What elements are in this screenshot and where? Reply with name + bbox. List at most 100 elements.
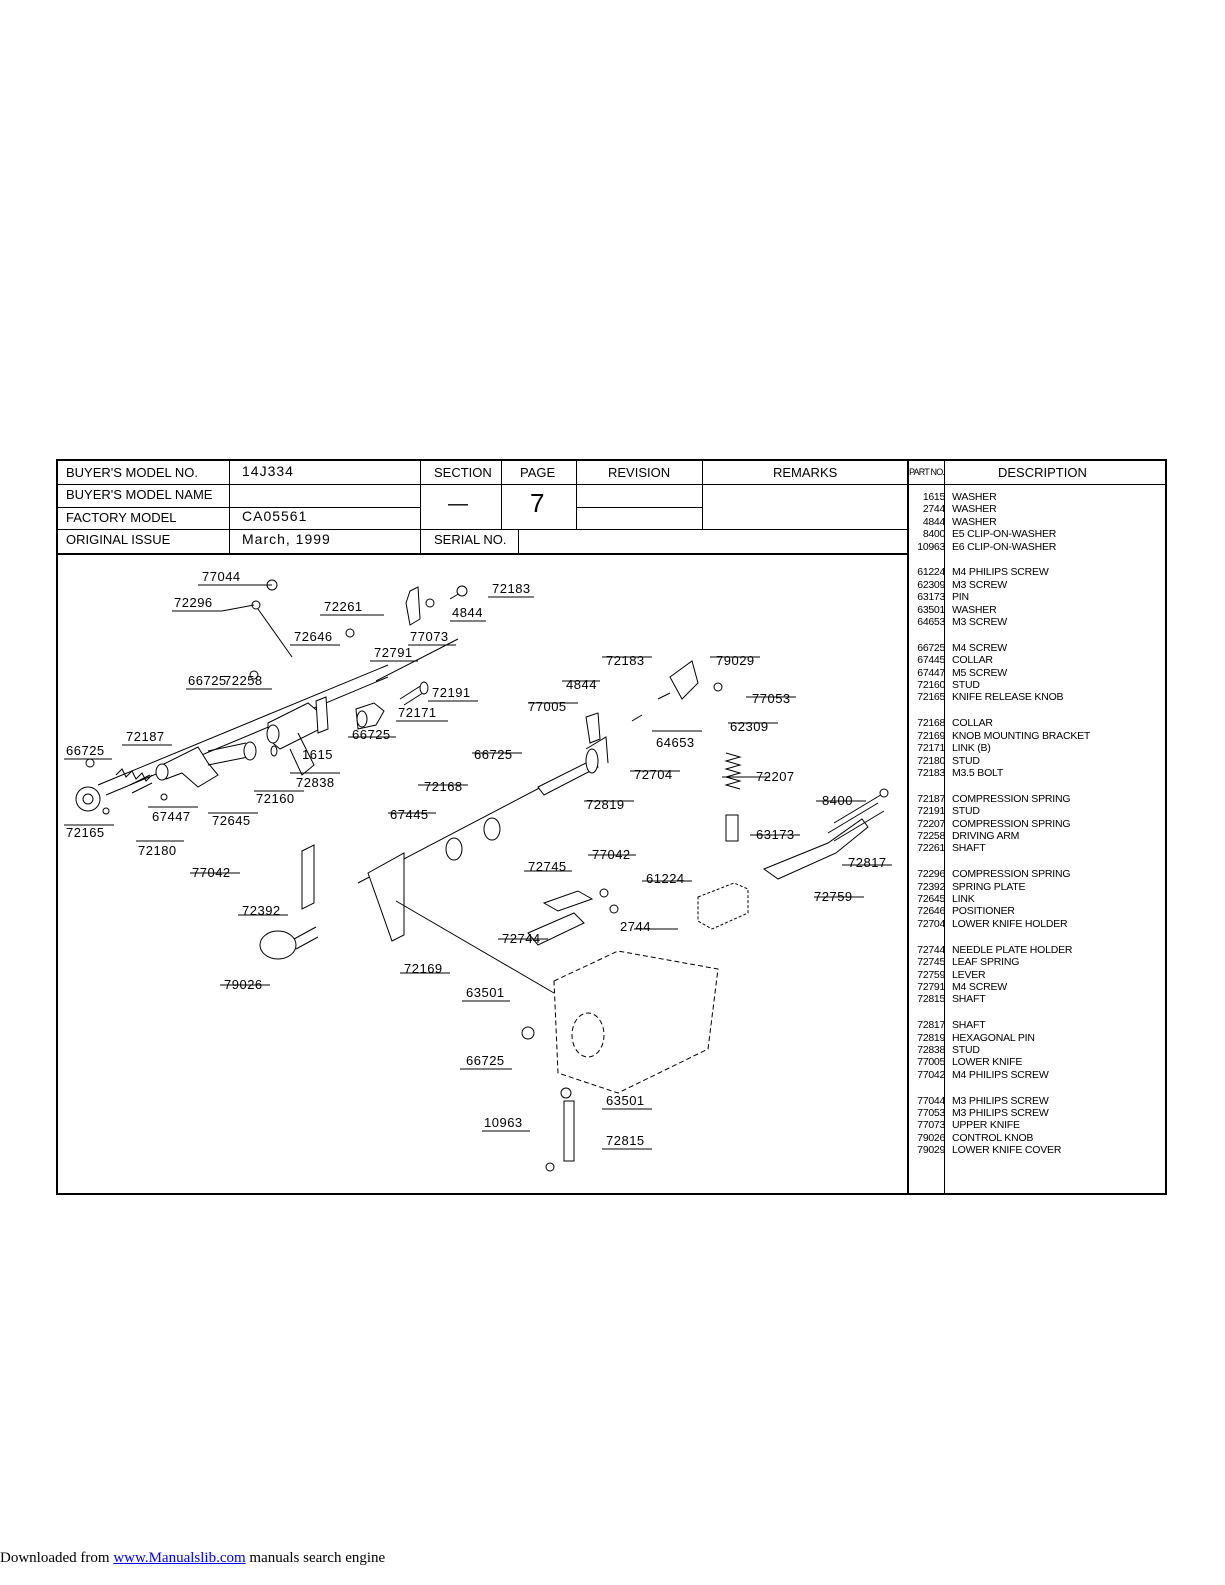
part-number: 67447 xyxy=(917,666,945,679)
part-number: 79029 xyxy=(917,1144,945,1157)
callout-77042: 77042 xyxy=(192,865,231,880)
part-description: LINK xyxy=(952,893,975,906)
part-number: 72183 xyxy=(917,766,945,779)
parts-row: 79029 LOWER KNIFE COVER xyxy=(913,1144,1169,1156)
part-description: WASHER xyxy=(952,515,997,528)
part-description: E6 CLIP-ON-WASHER xyxy=(952,540,1057,553)
parts-list-sheet: BUYER'S MODEL NO. 14J334 BUYER'S MODEL N… xyxy=(56,459,1167,1195)
remarks-label: REMARKS xyxy=(773,465,838,480)
part-description: LOWER KNIFE COVER xyxy=(952,1144,1062,1157)
callout-72759: 72759 xyxy=(814,889,853,904)
callout-66725: 66725 xyxy=(188,673,227,688)
part-description: M3.5 BOLT xyxy=(952,766,1004,779)
shaft-line xyxy=(97,664,389,786)
part-description: KNOB MOUNTING BRACKET xyxy=(952,729,1091,742)
part-description: M4 SCREW xyxy=(952,641,1007,654)
part-description: SHAFT xyxy=(952,1019,986,1032)
callout-72207: 72207 xyxy=(756,769,795,784)
part-description: M5 SCREW xyxy=(952,666,1007,679)
callout-72838: 72838 xyxy=(296,775,335,790)
part-number: 72759 xyxy=(917,968,945,981)
part-description: LEVER xyxy=(952,968,986,981)
callout-2744: 2744 xyxy=(620,919,651,934)
part-description: M3 PHILIPS SCREW xyxy=(952,1107,1049,1120)
part-description: WASHER xyxy=(952,491,997,503)
header-divider xyxy=(576,507,702,508)
callout-72261: 72261 xyxy=(324,599,363,614)
part-number: 63501 xyxy=(917,603,945,616)
callout-72646: 72646 xyxy=(294,629,333,644)
callout-4844: 4844 xyxy=(566,677,597,692)
callout-72180: 72180 xyxy=(138,843,177,858)
section-value: — xyxy=(448,493,468,515)
part-description: SPRING PLATE xyxy=(952,880,1026,893)
factory-model-label: FACTORY MODEL xyxy=(66,510,177,525)
part-description: NEEDLE PLATE HOLDER xyxy=(952,943,1073,956)
callout-72168: 72168 xyxy=(424,779,463,794)
parts-row: 72183 M3.5 BOLT xyxy=(913,767,1169,779)
part-description: SHAFT xyxy=(952,993,986,1006)
part-number: 72187 xyxy=(917,792,945,805)
part-description: KNIFE RELEASE KNOB xyxy=(952,691,1064,704)
callout-66725: 66725 xyxy=(474,747,513,762)
callout-8400: 8400 xyxy=(822,793,853,808)
header-divider xyxy=(420,461,421,553)
part-number: 72704 xyxy=(917,917,945,930)
callout-72187: 72187 xyxy=(126,729,165,744)
page-label: PAGE xyxy=(520,465,556,480)
callout-77073: 77073 xyxy=(410,629,449,644)
part-number: 72207 xyxy=(917,817,945,830)
part-description: COMPRESSION SPRING xyxy=(952,792,1071,805)
part-number: 4844 xyxy=(922,515,945,528)
callout-63173: 63173 xyxy=(756,827,795,842)
revision-label: REVISION xyxy=(608,465,671,480)
section-label: SECTION xyxy=(434,465,492,480)
parts-row: 1615 WASHER xyxy=(913,491,1169,503)
parts-row: 4844 WASHER xyxy=(913,516,1169,528)
part-description: CONTROL KNOB xyxy=(952,1131,1034,1144)
buyers-model-name-label: BUYER'S MODEL NAME xyxy=(66,487,213,502)
header-divider xyxy=(576,461,577,529)
part-number: 72169 xyxy=(917,729,945,742)
part-number: 72261 xyxy=(917,842,945,855)
callout-62309: 62309 xyxy=(730,719,769,734)
callout-77005: 77005 xyxy=(528,699,567,714)
part-number: 1615 xyxy=(922,491,945,503)
callout-77042: 77042 xyxy=(592,847,631,862)
part-number: 72815 xyxy=(917,993,945,1006)
manualslib-link[interactable]: www.Manualslib.com xyxy=(113,1550,246,1566)
part-description: STUD xyxy=(952,679,980,692)
callout-72183: 72183 xyxy=(492,581,531,596)
part-description: M3 SCREW xyxy=(952,616,1007,629)
callout-66725: 66725 xyxy=(352,727,391,742)
original-issue: March, 1999 xyxy=(242,531,331,547)
part-number: 72791 xyxy=(917,980,945,993)
part-description: M4 SCREW xyxy=(952,980,1007,993)
part-description: COMPRESSION SPRING xyxy=(952,868,1071,881)
part-description: DRIVING ARM xyxy=(952,829,1020,842)
